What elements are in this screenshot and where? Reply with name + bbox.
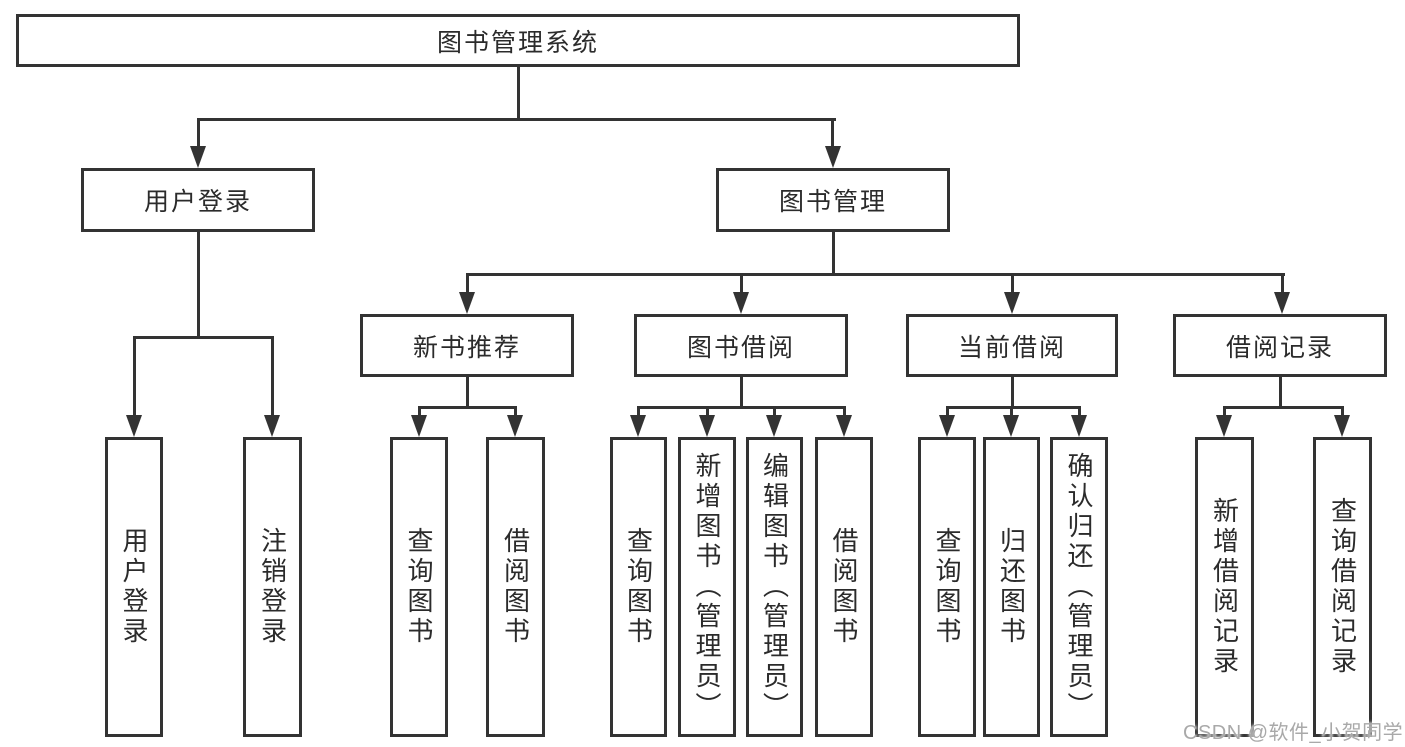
connector-line [466, 273, 1285, 276]
connector-line [1341, 406, 1344, 418]
arrow-down-icon [459, 292, 475, 314]
connector-line [418, 406, 517, 409]
leaf-return-books: 归还图书 [983, 437, 1040, 737]
arrow-down-icon [1274, 292, 1290, 314]
connector-line [1281, 273, 1284, 296]
connector-line [740, 377, 743, 406]
connector-line [271, 336, 274, 418]
connector-line [1011, 377, 1014, 406]
connector-line [1078, 406, 1081, 418]
connector-line [1223, 406, 1226, 418]
connector-line [197, 118, 836, 121]
connector-line [637, 406, 640, 418]
arrow-down-icon [190, 146, 206, 168]
connector-line [1010, 406, 1013, 418]
leaf-add-books-admin: 新增图书（管理员） [678, 437, 736, 737]
leaf-query-books-borrow: 查询图书 [610, 437, 667, 737]
leaf-user-login: 用户登录 [105, 437, 163, 737]
node-user-login: 用户登录 [81, 168, 315, 232]
connector-line [197, 232, 200, 336]
leaf-borrow-books: 借阅图书 [815, 437, 873, 737]
leaf-borrow-books-recommend: 借阅图书 [486, 437, 545, 737]
connector-line [466, 273, 469, 296]
arrow-down-icon [630, 415, 646, 437]
connector-line [1223, 406, 1344, 409]
connector-line [1279, 377, 1282, 406]
connector-line [831, 118, 834, 150]
arrow-down-icon [1004, 292, 1020, 314]
connector-line [946, 406, 1081, 409]
connector-line [706, 406, 709, 418]
connector-line [832, 232, 835, 273]
leaf-query-borrow-record: 查询借阅记录 [1313, 437, 1372, 737]
arrow-down-icon [825, 146, 841, 168]
arrow-down-icon [1334, 415, 1350, 437]
node-current-borrowing: 当前借阅 [906, 314, 1118, 377]
connector-line [466, 377, 469, 406]
connector-line [740, 273, 743, 296]
node-borrowing-records: 借阅记录 [1173, 314, 1387, 377]
node-new-book-recommendation: 新书推荐 [360, 314, 574, 377]
arrow-down-icon [1071, 415, 1087, 437]
arrow-down-icon [699, 415, 715, 437]
connector-line [133, 336, 136, 418]
arrow-down-icon [264, 415, 280, 437]
connector-line [418, 406, 421, 418]
leaf-confirm-return-admin: 确认归还（管理员） [1050, 437, 1108, 737]
arrow-down-icon [836, 415, 852, 437]
connector-line [946, 406, 949, 418]
node-library-management-system: 图书管理系统 [16, 14, 1020, 67]
arrow-down-icon [766, 415, 782, 437]
connector-line [514, 406, 517, 418]
leaf-query-books-recommend: 查询图书 [390, 437, 448, 737]
arrow-down-icon [733, 292, 749, 314]
leaf-edit-books-admin: 编辑图书（管理员） [746, 437, 803, 737]
connector-line [133, 336, 274, 339]
connector-line [1011, 273, 1014, 296]
leaf-logout: 注销登录 [243, 437, 302, 737]
leaf-query-books-current: 查询图书 [918, 437, 976, 737]
node-book-borrowing: 图书借阅 [634, 314, 848, 377]
arrow-down-icon [939, 415, 955, 437]
connector-line [517, 67, 520, 118]
arrow-down-icon [1003, 415, 1019, 437]
connector-line [773, 406, 776, 418]
arrow-down-icon [507, 415, 523, 437]
connector-line [197, 118, 200, 150]
connector-line [637, 406, 846, 409]
arrow-down-icon [1216, 415, 1232, 437]
watermark: CSDN @软件_小贺同学 [1183, 722, 1404, 744]
leaf-add-borrow-record: 新增借阅记录 [1195, 437, 1254, 737]
node-book-management: 图书管理 [716, 168, 950, 232]
arrow-down-icon [411, 415, 427, 437]
connector-line [843, 406, 846, 418]
arrow-down-icon [126, 415, 142, 437]
